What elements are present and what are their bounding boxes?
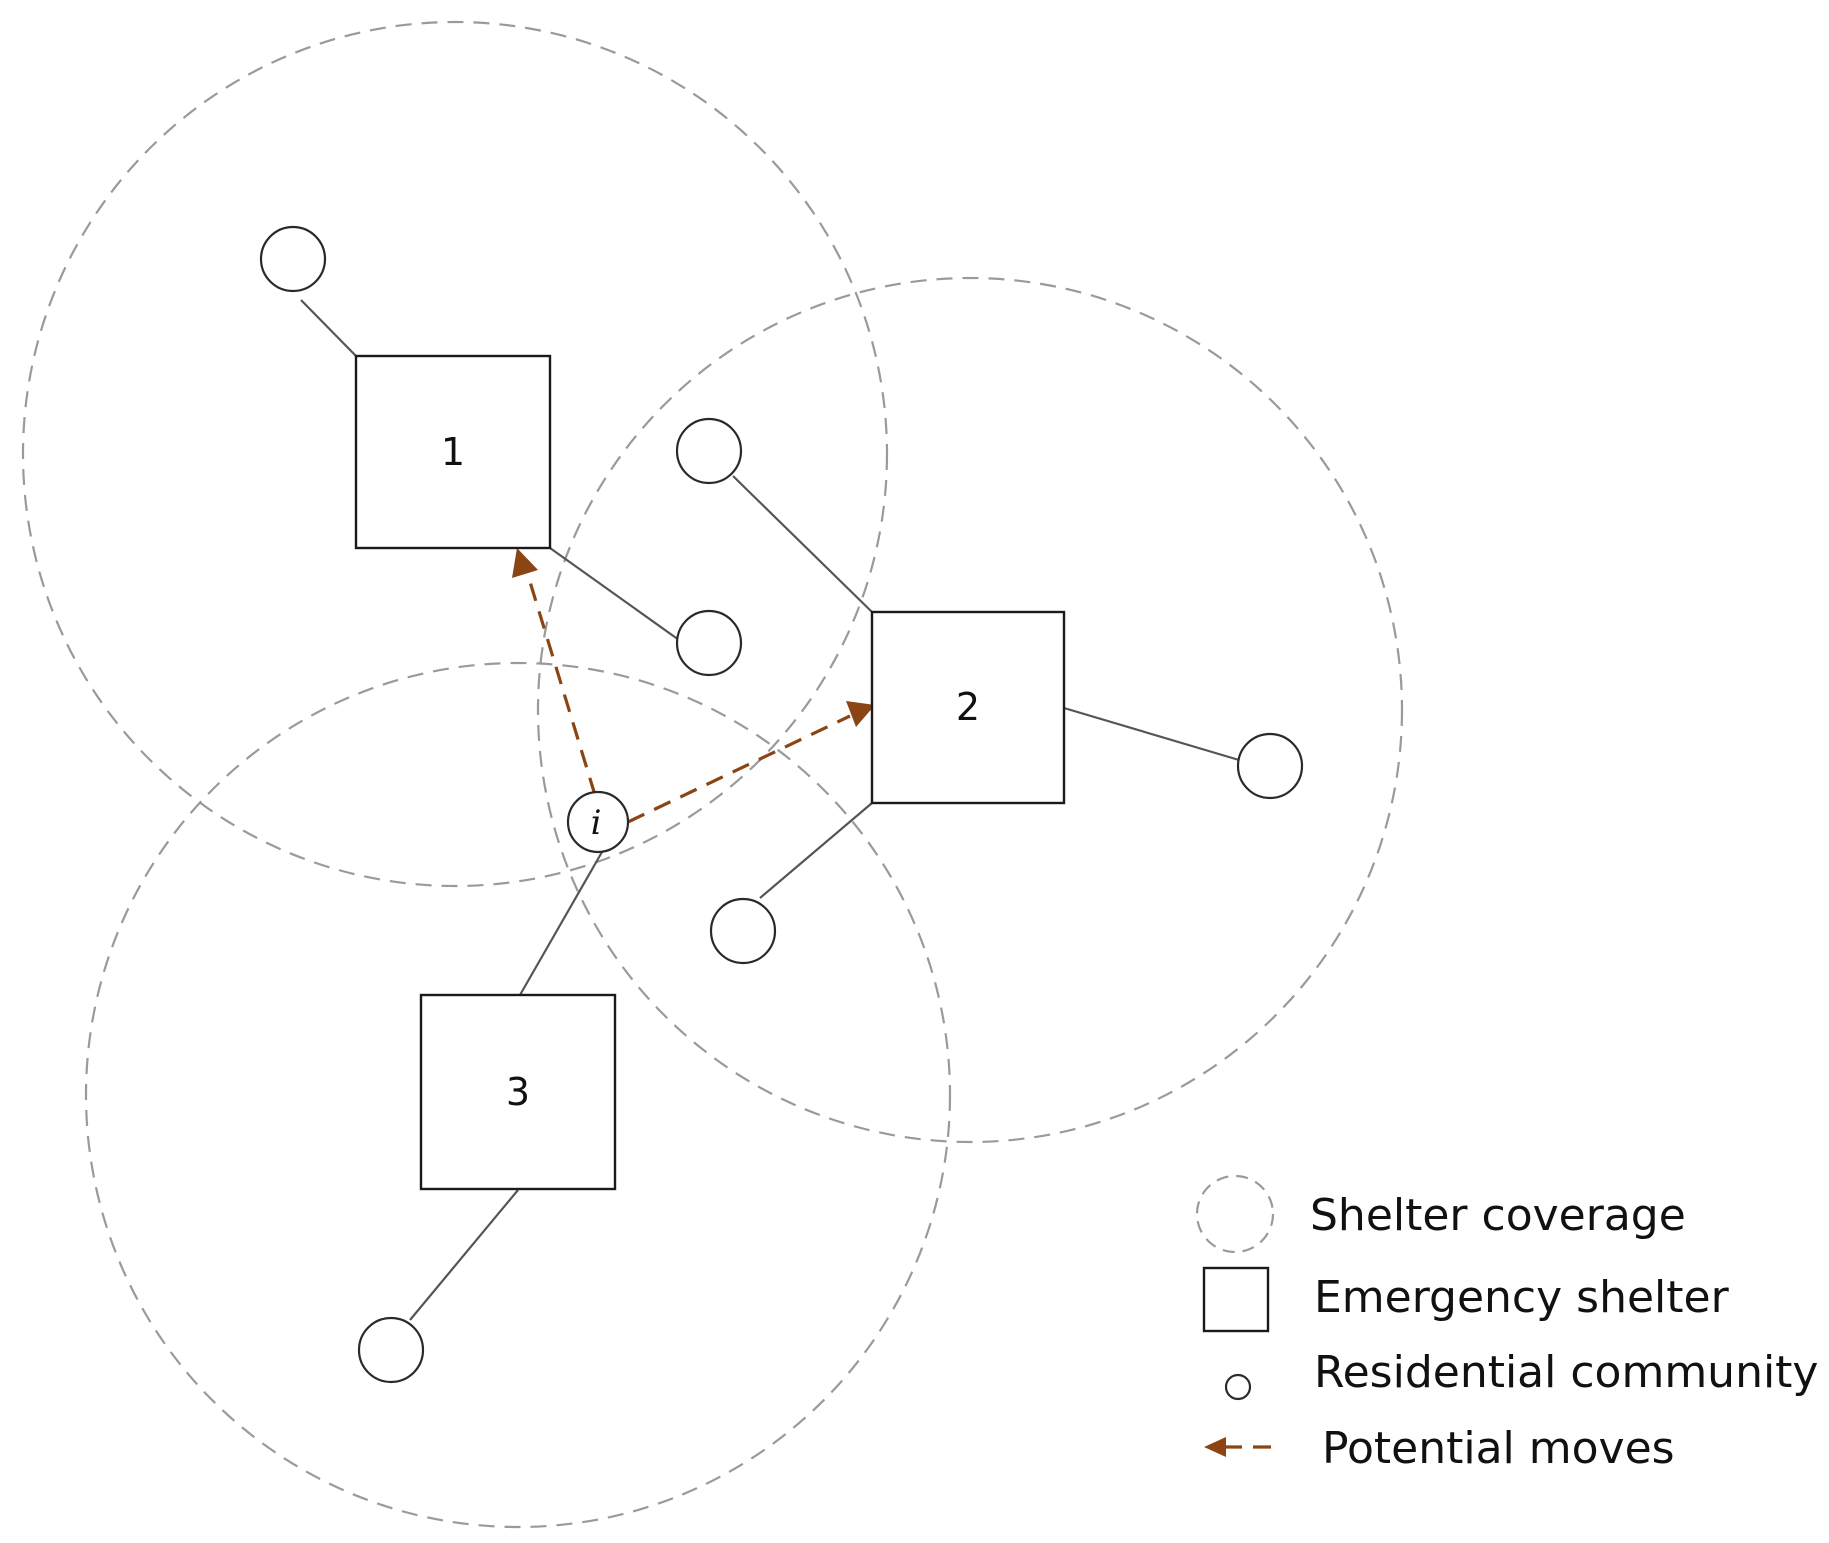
legend-item-shelter: Emergency shelter <box>1202 1266 1730 1333</box>
community-i-label: i <box>591 803 602 843</box>
legend-shelter-symbol <box>1202 1266 1270 1333</box>
legend-community-label: Residential community <box>1314 1347 1818 1398</box>
residential-community-right <box>1236 732 1304 800</box>
residential-community-top-left <box>259 225 327 293</box>
link-shelter-3-community-i <box>519 851 603 996</box>
link-shelter-2-community-upper <box>732 475 873 613</box>
potential-move-to-shelter-1 <box>512 548 597 796</box>
potential-move-to-shelter-2 <box>627 701 875 824</box>
legend: Shelter coverage Emergency shelter Resid… <box>1195 1174 1818 1474</box>
legend-shelter-label: Emergency shelter <box>1314 1272 1730 1323</box>
residential-community-near-shelter-2-upper <box>675 417 743 485</box>
shelter-1: 1 <box>354 354 552 550</box>
shelter-3: 3 <box>419 993 617 1191</box>
residential-community-center <box>675 609 743 677</box>
legend-item-community: Residential community <box>1224 1347 1818 1401</box>
shelter-2-label: 2 <box>956 685 980 729</box>
link-shelter-2-community-lower <box>759 802 873 899</box>
coverage-circle-shelter-3 <box>84 661 952 1529</box>
link-shelter-1-community-right <box>549 547 680 641</box>
shelter-1-label: 1 <box>441 430 465 474</box>
coverage-circle-shelter-2 <box>536 276 1404 1144</box>
legend-moves-label: Potential moves <box>1322 1423 1675 1474</box>
legend-coverage-label: Shelter coverage <box>1310 1190 1686 1241</box>
residential-community-bottom <box>357 1316 425 1384</box>
shelter-2: 2 <box>870 610 1066 805</box>
legend-community-symbol <box>1224 1373 1252 1401</box>
legend-coverage-symbol <box>1195 1174 1275 1254</box>
coverage-circle-shelter-1 <box>21 20 889 888</box>
residential-community-lower-middle <box>709 897 777 965</box>
legend-item-coverage: Shelter coverage <box>1195 1174 1686 1254</box>
shelter-3-label: 3 <box>506 1070 530 1114</box>
link-shelter-1-community-top <box>300 299 357 357</box>
residential-community-i: i <box>566 790 630 854</box>
legend-moves-arrowhead <box>1204 1437 1226 1457</box>
link-shelter-3-community-bottom <box>409 1189 519 1321</box>
legend-item-moves: Potential moves <box>1204 1423 1675 1474</box>
link-shelter-2-community-right <box>1063 706 1240 762</box>
